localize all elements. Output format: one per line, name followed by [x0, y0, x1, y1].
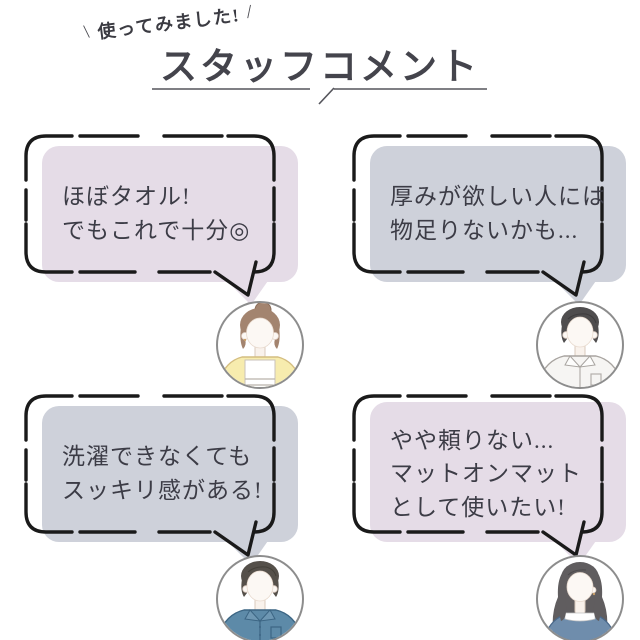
speech-bubble-shape: [352, 394, 626, 565]
speech-bubble-shape: [24, 134, 298, 305]
comment-line: 物足りないかも...: [390, 218, 579, 243]
speech-bubble-shape: [352, 134, 626, 305]
tagline-close-slash-icon: /: [245, 1, 255, 23]
page-title: スタッフコメント: [160, 47, 480, 88]
comment-bubble-3: 洗濯できなくても スッキリ感がある!: [18, 388, 328, 568]
comment-line: マットオンマット: [390, 461, 582, 487]
avatar-woman-long-hair-blue-top: [536, 555, 624, 640]
comment-line: として使いたい!: [390, 494, 566, 520]
comment-line: やや頼りない...: [390, 427, 555, 453]
speech-bubble-shape: [24, 394, 298, 565]
comment-bubble-1: ほぼタオル! でもこれで十分◎: [18, 128, 328, 308]
comment-text-4: やや頼りない... マットオンマット として使いたい!: [370, 406, 626, 542]
comment-text-3: 洗濯できなくても スッキリ感がある!: [42, 406, 298, 542]
comment-line: でもこれで十分◎: [62, 218, 251, 243]
comment-line: スッキリ感がある!: [62, 478, 263, 503]
avatar-man-white-shirt: [536, 301, 624, 389]
comment-line: ほぼタオル!: [62, 183, 191, 209]
comment-bubble-4: やや頼りない... マットオンマット として使いたい!: [346, 388, 640, 568]
comment-line: 厚みが欲しい人には: [390, 183, 606, 209]
comment-text-2: 厚みが欲しい人には 物足りないかも...: [370, 146, 626, 282]
comment-text-1: ほぼタオル! でもこれで十分◎: [42, 146, 298, 282]
comment-line: 洗濯できなくても: [62, 443, 253, 469]
avatar-man-blue-shirt: [216, 555, 304, 640]
comment-bubble-2: 厚みが欲しい人には 物足りないかも...: [346, 128, 640, 308]
avatar-woman-bun-yellow-cardigan: [216, 301, 304, 389]
